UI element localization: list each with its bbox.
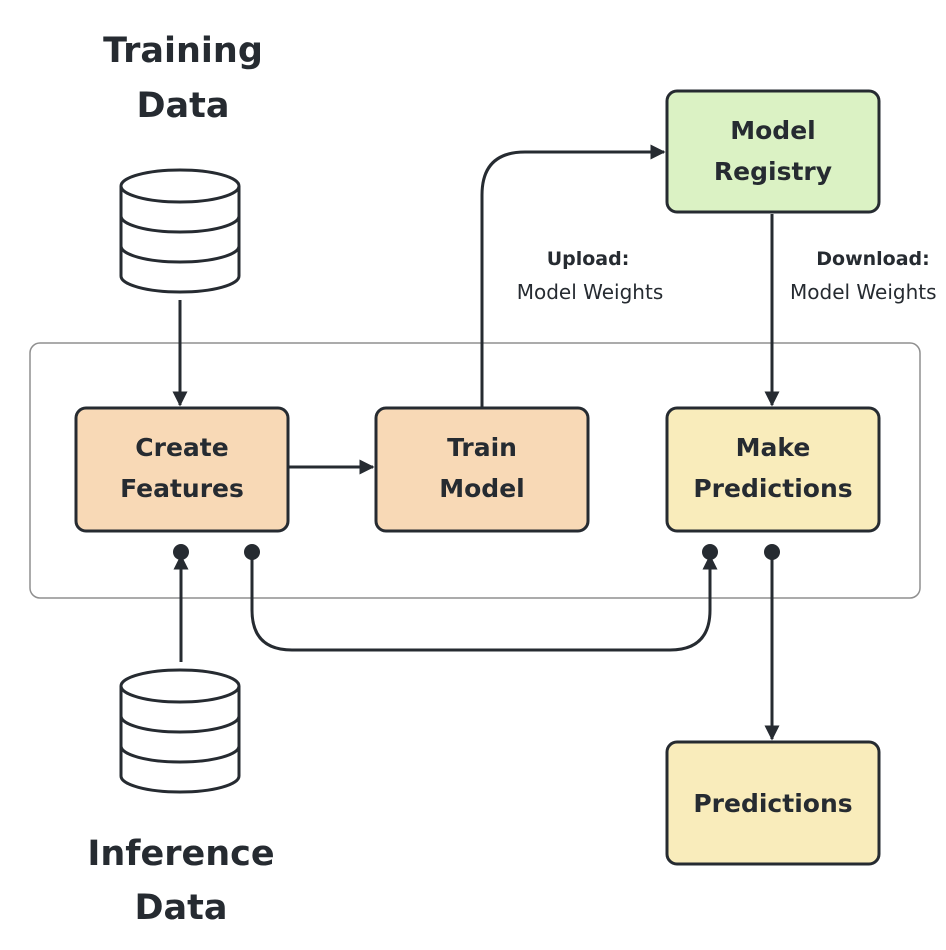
make-predictions-label-line2: Predictions: [693, 474, 852, 503]
training-data-title-line1: Training: [103, 31, 263, 71]
upload-edge-title: Upload:: [547, 248, 630, 270]
model-registry-label-line1: Model: [730, 116, 815, 145]
train-model-box: [374, 406, 590, 533]
connector-dot: [173, 544, 189, 560]
inference-data-title-line2: Data: [134, 888, 227, 928]
predictions-label: Predictions: [693, 789, 852, 818]
create-features-node[interactable]: Create Features: [74, 406, 290, 533]
pipeline-container: [29, 342, 921, 599]
model-registry-node[interactable]: Model Registry: [665, 89, 881, 214]
download-edge-text: Model Weights: [790, 280, 937, 304]
upload-edge-text: Model Weights: [517, 280, 664, 304]
train-model-node[interactable]: Train Model: [374, 406, 590, 533]
model-registry-box: [665, 89, 881, 214]
training-database-icon: [119, 168, 241, 294]
predictions-node[interactable]: Predictions: [665, 740, 881, 866]
connector-dot: [702, 544, 718, 560]
make-predictions-box: [665, 406, 881, 533]
download-edge-title: Download:: [816, 248, 930, 270]
create-features-box: [74, 406, 290, 533]
train-model-label-line1: Train: [447, 433, 517, 462]
training-data-title-line2: Data: [136, 86, 229, 126]
train-model-label-line2: Model: [439, 474, 524, 503]
inference-data-title-line1: Inference: [87, 834, 274, 874]
arrow-create-features-to-make-predictions: [250, 552, 718, 652]
make-predictions-node[interactable]: Make Predictions: [665, 406, 881, 533]
arrow-train-model-to-model-registry: [480, 144, 666, 408]
create-features-label-line1: Create: [135, 433, 228, 462]
connector-dot: [764, 544, 780, 560]
create-features-label-line2: Features: [120, 474, 244, 503]
inference-database-icon: [119, 668, 241, 794]
predictions-box: [665, 740, 881, 866]
make-predictions-label-line1: Make: [736, 433, 811, 462]
connector-dot: [244, 544, 260, 560]
model-registry-label-line2: Registry: [714, 157, 832, 186]
